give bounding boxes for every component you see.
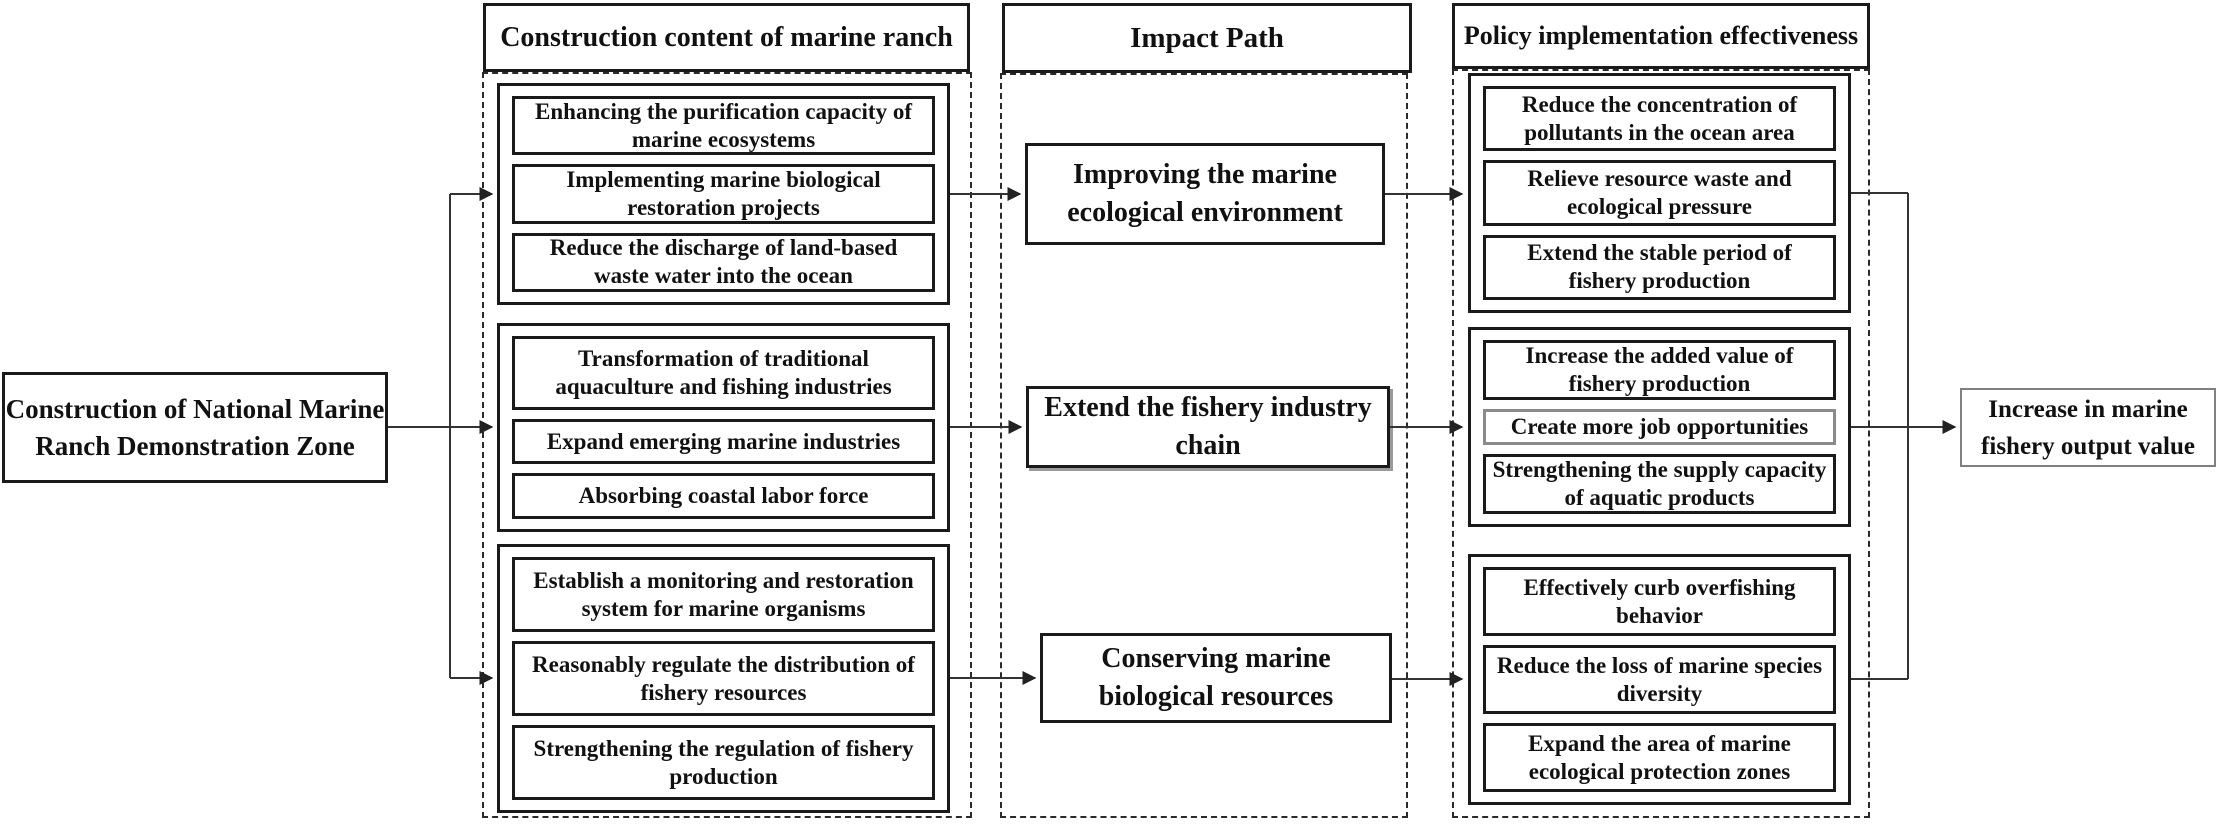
column-header-impact-path: Impact Path [1002, 3, 1412, 73]
column-header-policy-effectiveness: Policy implementation effectiveness [1452, 3, 1870, 69]
construction-item: Enhancing the purification capacity of m… [512, 96, 935, 156]
policy-item: Reduce the concentration of pollutants i… [1483, 86, 1836, 152]
column-policy-effectiveness: Reduce the concentration of pollutants i… [1452, 69, 1870, 818]
construction-item: Strengthening the regulation of fishery … [512, 725, 935, 800]
policy-group-ecology: Reduce the concentration of pollutants i… [1468, 73, 1851, 313]
impact-path-node-industry-chain: Extend the fishery industry chain [1026, 386, 1390, 468]
construction-group-resources: Establish a monitoring and restoration s… [497, 544, 950, 813]
policy-item: Extend the stable period of fishery prod… [1483, 234, 1836, 300]
impact-path-node-ecological-environment: Improving the marine ecological environm… [1025, 143, 1385, 245]
column-impact-path: Improving the marine ecological environm… [1000, 73, 1408, 818]
construction-item: Reduce the discharge of land-based waste… [512, 232, 935, 292]
policy-item: Relieve resource waste and ecological pr… [1483, 160, 1836, 226]
construction-item: Expand emerging marine industries [512, 418, 935, 465]
root-node: Construction of National Marine Ranch De… [2, 372, 388, 483]
impact-path-node-biological-resources: Conserving marine biological resources [1040, 633, 1392, 723]
construction-item: Absorbing coastal labor force [512, 473, 935, 520]
construction-item: Establish a monitoring and restoration s… [512, 557, 935, 632]
construction-item: Implementing marine biological restorati… [512, 164, 935, 224]
outcome-node: Increase in marine fishery output value [1960, 388, 2216, 467]
policy-item: Create more job opportunities [1483, 409, 1836, 445]
column-header-construction-content: Construction content of marine ranch [483, 3, 970, 72]
construction-group-ecology: Enhancing the purification capacity of m… [497, 83, 950, 305]
policy-item: Effectively curb overfishing behavior [1483, 567, 1836, 636]
policy-item: Reduce the loss of marine species divers… [1483, 645, 1836, 714]
construction-group-industry: Transformation of traditional aquacultur… [497, 323, 950, 532]
construction-item: Transformation of traditional aquacultur… [512, 336, 935, 410]
policy-item: Increase the added value of fishery prod… [1483, 340, 1836, 401]
policy-item: Strengthening the supply capacity of aqu… [1483, 453, 1836, 515]
policy-item: Expand the area of marine ecological pro… [1483, 723, 1836, 792]
construction-item: Reasonably regulate the distribution of … [512, 641, 935, 716]
policy-group-resources: Effectively curb overfishing behavior Re… [1468, 554, 1851, 805]
column-construction-content: Enhancing the purification capacity of m… [482, 72, 972, 818]
policy-group-industry: Increase the added value of fishery prod… [1468, 327, 1851, 527]
